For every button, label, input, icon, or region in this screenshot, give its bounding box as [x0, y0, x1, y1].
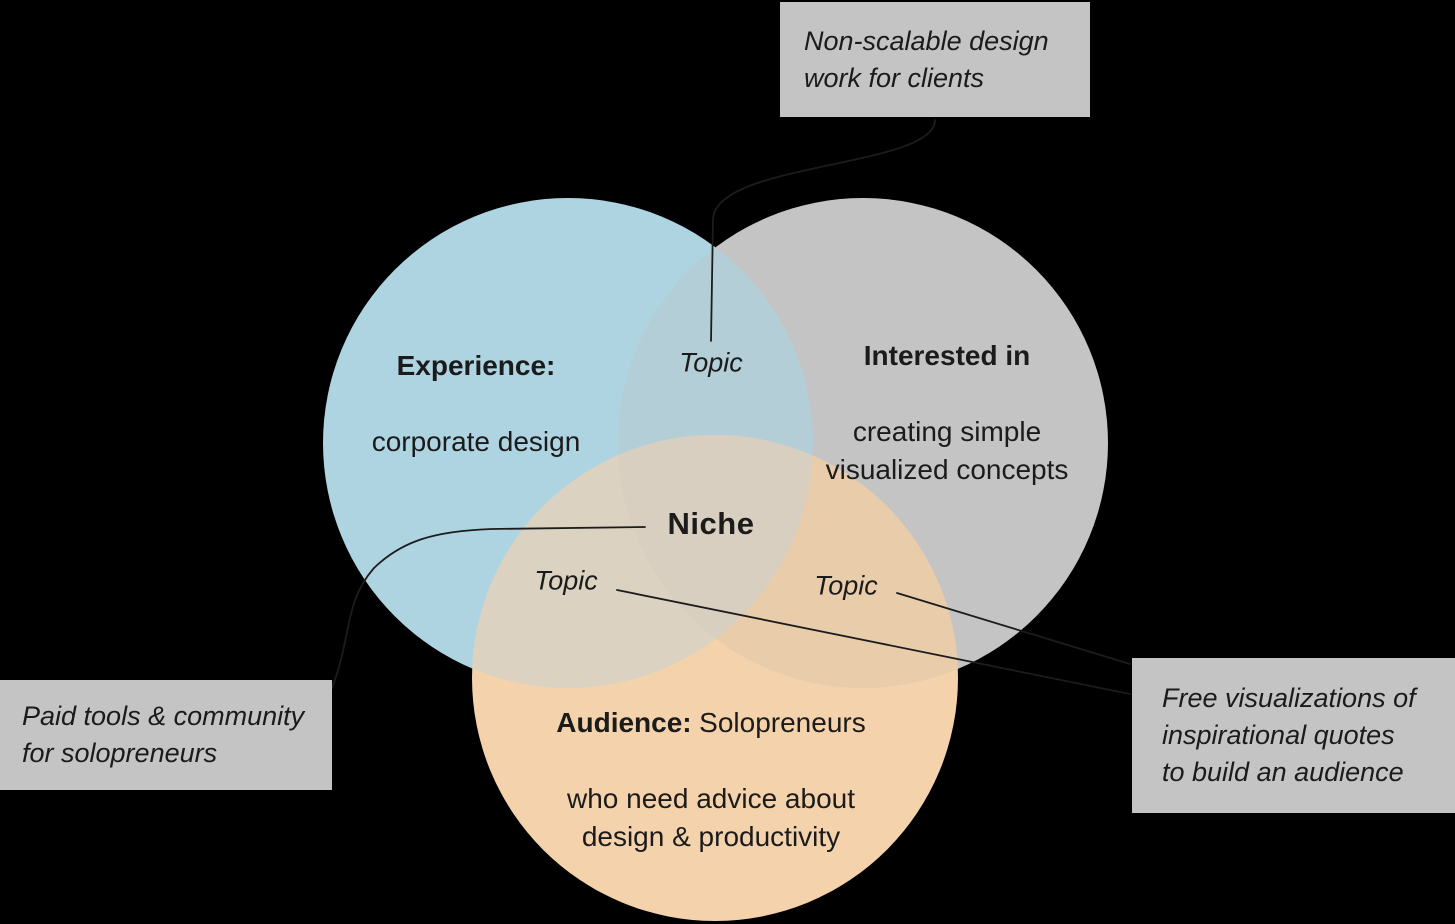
interested-heading: Interested in [863, 340, 1031, 371]
topic-label-top: Topic [679, 347, 743, 378]
interested-label: Interested in creating simple visualized… [826, 299, 1069, 527]
niche-label: Niche [667, 506, 755, 541]
callout-paid-tools: Paid tools & community for solopreneurs [0, 680, 332, 790]
audience-body-inline: Solopreneurs [699, 707, 866, 738]
interested-body: creating simple visualized concepts [825, 416, 1069, 485]
callout-free-visualizations: Free visualizations of inspirational quo… [1132, 658, 1455, 813]
topic-label-left: Topic [534, 565, 598, 596]
leader-line-left-topic [616, 589, 1131, 695]
audience-heading: Audience: [556, 707, 692, 738]
audience-label: Audience:Solopreneurs who need advice ab… [556, 628, 865, 894]
callout-right-text: Free visualizations of inspirational quo… [1162, 683, 1416, 787]
leader-line-left-callout-to-niche [331, 526, 646, 689]
topic-label-right: Topic [814, 570, 878, 601]
experience-body: corporate design [371, 426, 581, 457]
callout-left-text: Paid tools & community for solopreneurs [22, 701, 305, 768]
callout-top-text: Non-scalable design work for clients [804, 25, 1049, 93]
audience-line1: Audience:Solopreneurs [556, 666, 865, 742]
experience-heading: Experience: [396, 350, 556, 381]
leader-line-top-callout-to-topic [710, 119, 936, 342]
callout-non-scalable-design: Non-scalable design work for clients [780, 2, 1090, 117]
leader-line-right-topic-to-right-callout [896, 592, 1131, 665]
experience-label: Experience: corporate design [372, 309, 581, 499]
audience-body: who need advice about design & productiv… [567, 783, 855, 852]
